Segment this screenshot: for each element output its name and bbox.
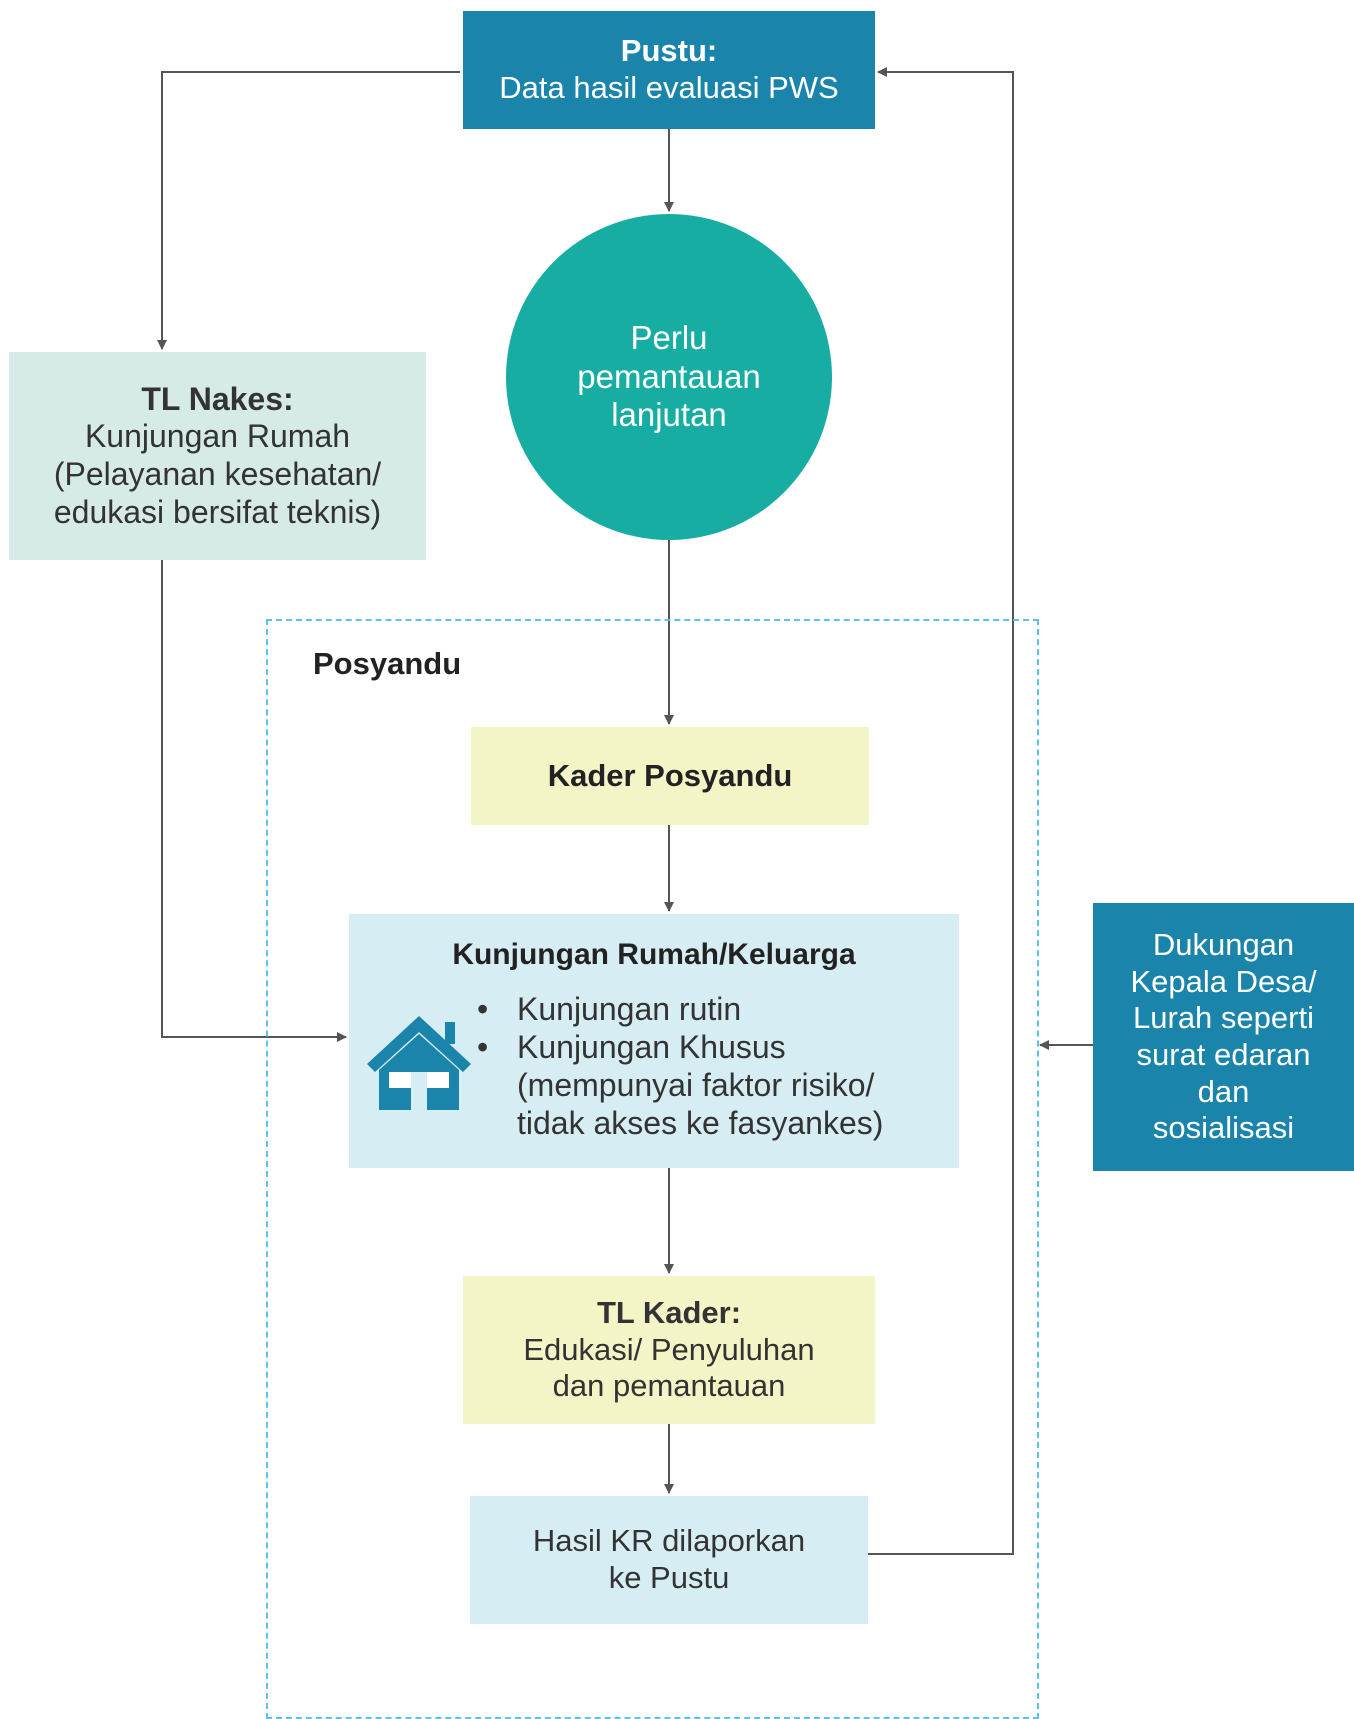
perlu-line: lanjutan [611,396,727,434]
dukungan-line: Dukungan [1152,927,1295,963]
tl-nakes-line: (Pelayanan kesehatan/ [53,456,382,492]
posyandu-label: Posyandu [313,646,462,681]
pustu-title: Pustu: [620,33,718,69]
list-item-detail: (mempunyai faktor risiko/ [517,1067,875,1103]
kunjungan-rumah-box: Kunjungan Rumah/Keluarga Kunjungan rutin… [349,914,959,1168]
pustu-text: Data hasil evaluasi PWS [499,70,839,105]
tl-kader-line: Edukasi/ Penyuluhan [523,1331,815,1367]
dukungan-line: sosialisasi [1152,1110,1295,1146]
perlu-line: Perlu [630,318,708,356]
tl-kader-box: TL Kader: Edukasi/ Penyuluhan dan pemant… [463,1276,875,1424]
house-icon [367,1016,471,1110]
arrow-tlnakes-to-kunjungan [161,560,347,1042]
dukungan-line: Kepala Desa/ [1130,963,1317,999]
tl-kader-title: TL Kader: [596,1295,742,1331]
perlu-line: pemantauan [577,357,761,395]
list-item-text: Kunjungan Khusus [517,1029,786,1065]
hasil-line: Hasil KR dilaporkan [532,1523,806,1559]
arrow-pustu-to-tlnakes [157,71,460,350]
pustu-box: Pustu: Data hasil evaluasi PWS [463,11,875,129]
perlu-pemantauan-circle: Perlu pemantauan lanjutan [506,214,832,540]
tl-nakes-line: edukasi bersifat teknis) [53,493,382,530]
dukungan-kepala-desa-box: Dukungan Kepala Desa/ Lurah seperti sura… [1093,903,1354,1171]
kunjungan-list: Kunjungan rutin Kunjungan Khusus (mempun… [469,990,883,1142]
tl-nakes-line: Kunjungan Rumah [84,418,351,455]
hasil-line: ke Pustu [608,1560,730,1595]
hasil-kr-box: Hasil KR dilaporkan ke Pustu [470,1496,868,1624]
dukungan-line: dan [1197,1073,1250,1109]
kader-posyandu-label: Kader Posyandu [547,757,793,793]
dukungan-line: surat edaran [1136,1037,1311,1072]
tl-kader-line: dan pemantauan [552,1368,786,1404]
kunjungan-title: Kunjungan Rumah/Keluarga [452,938,856,971]
tl-nakes-title: TL Nakes: [141,380,294,417]
tl-nakes-box: TL Nakes: Kunjungan Rumah (Pelayanan kes… [9,352,426,560]
dukungan-line: Lurah seperti [1133,1000,1314,1036]
list-item: Kunjungan Khusus (mempunyai faktor risik… [469,1028,883,1142]
arrow-hasil-to-pustu [868,67,1014,1555]
list-item: Kunjungan rutin [469,990,883,1028]
kader-posyandu-box: Kader Posyandu [471,727,869,825]
list-item-detail: tidak akses ke fasyankes) [517,1105,884,1141]
